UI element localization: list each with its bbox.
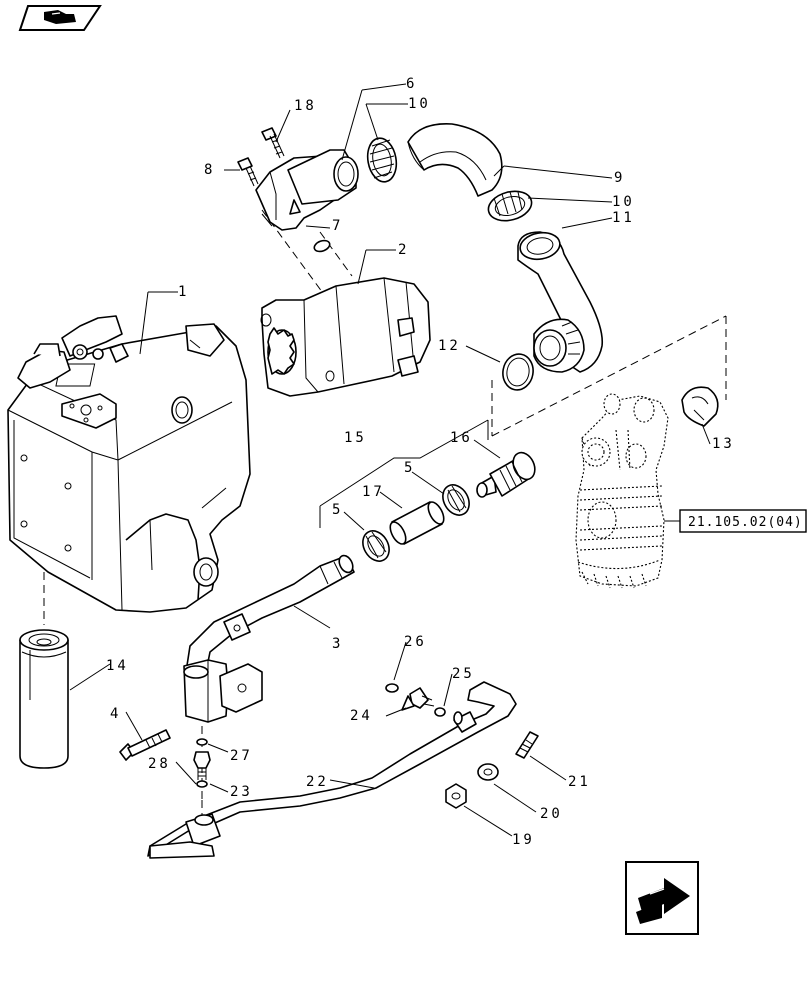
callout-24: 24 — [350, 708, 373, 724]
callout-12: 12 — [438, 338, 461, 354]
part-5-clamp-upper — [442, 484, 470, 516]
callout-4: 4 — [110, 706, 121, 722]
callout-22: 22 — [306, 774, 329, 790]
callout-20: 20 — [540, 806, 563, 822]
part-27-washer — [196, 738, 208, 746]
callout-13: 13 — [712, 436, 735, 452]
callout-25: 25 — [452, 666, 475, 682]
part-17-hose — [389, 501, 445, 545]
callout-18: 18 — [294, 98, 317, 114]
part-10-clamp-lower — [487, 190, 533, 222]
callout-14: 14 — [106, 658, 129, 674]
callout-10b: 10 — [612, 194, 635, 210]
reference-link[interactable]: 21.105.02(04) — [679, 509, 807, 533]
callout-17: 17 — [362, 484, 385, 500]
part-25-o-ring — [434, 707, 446, 717]
callout-3: 3 — [332, 636, 343, 652]
part-21-stud — [515, 731, 539, 759]
part-10-clamp-upper — [366, 137, 398, 183]
callout-2: 2 — [398, 242, 409, 258]
callout-15: 15 — [344, 430, 367, 446]
part-20-washer — [477, 763, 499, 781]
callout-11: 11 — [612, 210, 635, 226]
callout-5a: 5 — [332, 502, 343, 518]
part-9-hose — [407, 123, 503, 197]
callout-5b: 5 — [404, 460, 415, 476]
reference-assembly-air-filter — [575, 393, 669, 589]
part-28-washer — [196, 780, 208, 788]
callout-28: 28 — [148, 756, 171, 772]
part-23-fitting — [193, 751, 211, 780]
part-13-clip — [681, 386, 719, 427]
next-page-button[interactable] — [625, 861, 699, 935]
part-8-bolt — [237, 157, 259, 187]
callout-26: 26 — [404, 634, 427, 650]
part-26-o-ring — [385, 683, 399, 693]
back-page-button[interactable] — [18, 5, 102, 31]
hand-pointing-left-icon — [44, 10, 76, 24]
part-5-clamp-lower — [362, 530, 390, 562]
callout-23: 23 — [230, 784, 253, 800]
part-7-o-ring — [313, 239, 331, 253]
callout-21: 21 — [568, 774, 591, 790]
part-4-bolt — [119, 729, 171, 761]
callout-7: 7 — [332, 218, 343, 234]
part-16-fitting — [476, 451, 536, 498]
part-18-bolt — [261, 127, 285, 159]
callout-16: 16 — [450, 430, 473, 446]
part-1-hydraulic-pump — [7, 315, 251, 613]
callout-6: 6 — [406, 76, 417, 92]
arrow-forward-icon — [636, 878, 690, 924]
part-6-fitting — [255, 149, 359, 231]
callout-9: 9 — [614, 170, 625, 186]
part-19-nut — [445, 783, 467, 809]
callout-27: 27 — [230, 748, 253, 764]
callout-1: 1 — [178, 284, 189, 300]
callout-8: 8 — [204, 162, 215, 178]
callout-labels: 1 2 3 4 5 5 6 7 8 9 10 10 11 12 13 14 15… — [106, 76, 735, 848]
part-11-hose — [517, 231, 604, 373]
reference-label: 21.105.02(04) — [688, 515, 803, 530]
part-24-fitting — [401, 687, 435, 711]
part-3-tube — [183, 554, 355, 723]
part-2-gear-pump — [260, 277, 431, 397]
callout-10a: 10 — [408, 96, 431, 112]
part-14-filter — [19, 629, 69, 769]
callout-19: 19 — [512, 832, 535, 848]
part-22-pipe — [147, 681, 517, 859]
